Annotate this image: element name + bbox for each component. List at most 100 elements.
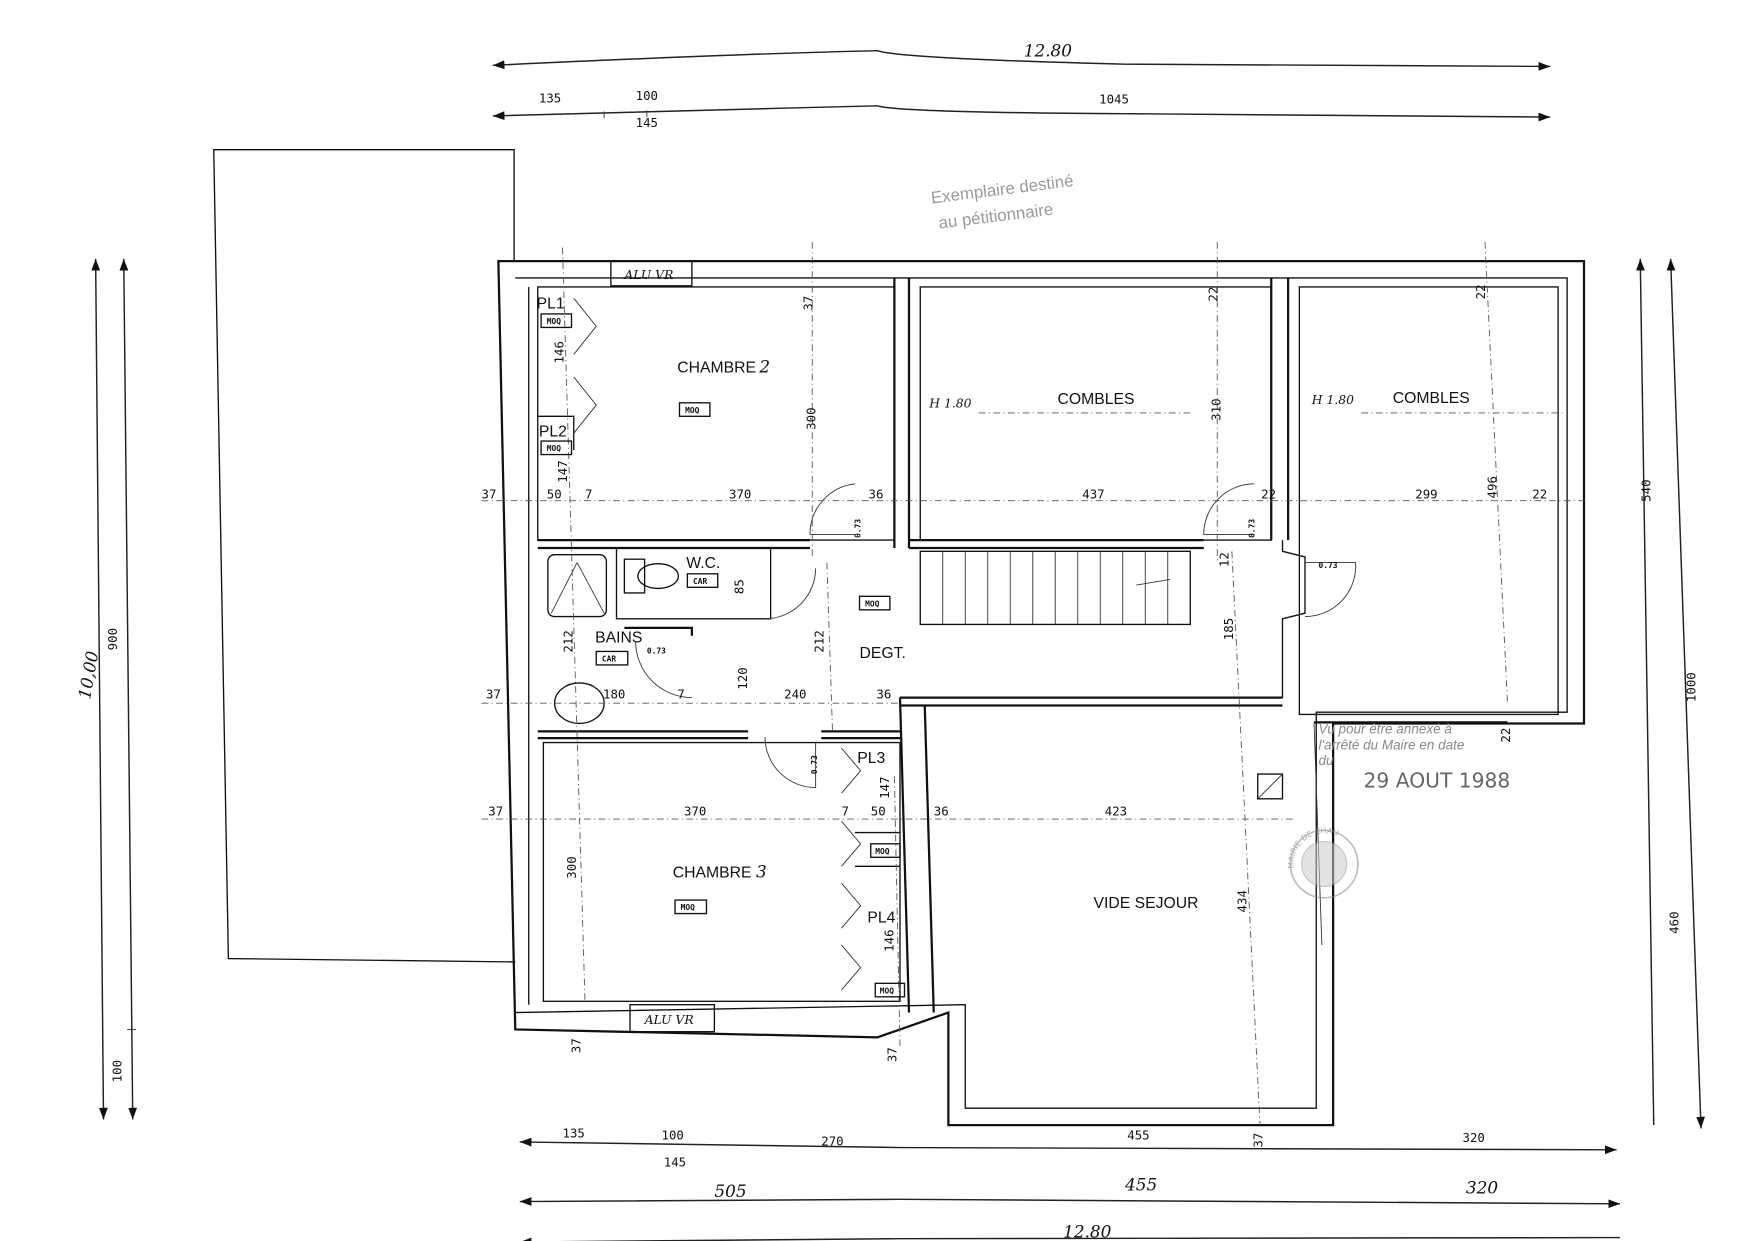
dim-label: 320 bbox=[1466, 1178, 1498, 1198]
svg-text:212: 212 bbox=[813, 630, 827, 652]
top-dimension-lines: 12.80 135 100 145 1045 bbox=[492, 40, 1551, 130]
closet-pl4: PL4 bbox=[867, 910, 895, 927]
svg-text:85: 85 bbox=[733, 579, 747, 594]
closet-pl3: PL3 bbox=[857, 750, 885, 767]
dim-label: 145 bbox=[636, 116, 658, 130]
dim-label: 100 bbox=[662, 1129, 684, 1143]
window-label: ALU VR bbox=[623, 268, 673, 282]
svg-text:423: 423 bbox=[1105, 805, 1127, 819]
svg-text:0.73: 0.73 bbox=[647, 647, 666, 656]
interior-dimensions: 37 50 7 370 36 437 22 299 22 37 180 7 24… bbox=[481, 241, 1587, 1148]
svg-text:du: du bbox=[1319, 753, 1335, 768]
dim-left-overall: 10,00 bbox=[74, 649, 102, 700]
svg-text:l'arrêté du Maire en date: l'arrêté du Maire en date bbox=[1319, 737, 1465, 752]
room-wc: W.C. bbox=[686, 555, 720, 572]
svg-text:Exemplaire destiné: Exemplaire destiné bbox=[930, 171, 1075, 207]
svg-text:212: 212 bbox=[562, 630, 576, 652]
dim-bottom-overall: 12.80 bbox=[1063, 1222, 1112, 1241]
svg-text:37: 37 bbox=[482, 487, 497, 501]
dim-label: 455 bbox=[1127, 1129, 1149, 1143]
floor-tags: MOQ MOQ MOQ MOQ MOQ MOQ MOQ CAR CAR 0.73… bbox=[540, 313, 1338, 998]
svg-text:2: 2 bbox=[758, 356, 770, 376]
adjoining-volume-outline bbox=[213, 149, 516, 963]
room-chambre-3: CHAMBRE bbox=[673, 865, 752, 882]
dim-label: 145 bbox=[664, 1156, 686, 1170]
svg-text:37: 37 bbox=[486, 688, 501, 702]
svg-text:22: 22 bbox=[1206, 287, 1220, 302]
svg-text:240: 240 bbox=[784, 688, 806, 702]
room-bains: BAINS bbox=[595, 629, 642, 646]
svg-text:37: 37 bbox=[801, 296, 815, 311]
svg-text:22: 22 bbox=[1474, 284, 1488, 299]
dim-label: 135 bbox=[563, 1126, 585, 1140]
building-walls: ALU VR ALU VR bbox=[497, 259, 1586, 1127]
dim-label: 900 bbox=[106, 628, 120, 650]
svg-text:36: 36 bbox=[869, 487, 884, 501]
svg-text:0.73: 0.73 bbox=[854, 519, 863, 538]
svg-text:147: 147 bbox=[878, 776, 892, 798]
room-combles-2: COMBLES bbox=[1393, 390, 1470, 407]
svg-text:MOQ: MOQ bbox=[880, 986, 894, 995]
town-hall-seal: MAIRIE DE CHAU bbox=[1286, 826, 1359, 899]
room-chambre-2: CHAMBRE bbox=[677, 359, 756, 376]
svg-text:22: 22 bbox=[1261, 487, 1276, 501]
svg-text:0.73: 0.73 bbox=[1319, 561, 1338, 570]
dim-label: 270 bbox=[821, 1134, 843, 1148]
right-dimension-lines: 540 1000 460 bbox=[1636, 258, 1705, 1129]
dim-label: 1045 bbox=[1099, 93, 1129, 107]
svg-text:3: 3 bbox=[756, 862, 767, 882]
svg-text:50: 50 bbox=[547, 487, 562, 501]
approval-stamp: Vu pour être annexé à l'arrêté du Maire … bbox=[1313, 721, 1511, 946]
dim-top-overall: 12.80 bbox=[1024, 40, 1073, 60]
svg-text:37: 37 bbox=[886, 1047, 900, 1062]
staircase bbox=[919, 550, 1191, 626]
height-label: H 1.80 bbox=[928, 396, 971, 410]
svg-text:370: 370 bbox=[729, 487, 751, 501]
svg-text:310: 310 bbox=[1210, 398, 1224, 420]
room-vide-sejour: VIDE SEJOUR bbox=[1094, 895, 1199, 912]
svg-text:36: 36 bbox=[934, 805, 949, 819]
room-labels: CHAMBRE 2 COMBLES COMBLES H 1.80 H 1.80 … bbox=[537, 295, 1564, 927]
svg-text:437: 437 bbox=[1082, 487, 1104, 501]
window-label: ALU VR bbox=[644, 1013, 694, 1027]
svg-text:185: 185 bbox=[1222, 618, 1236, 640]
svg-text:120: 120 bbox=[736, 667, 750, 689]
svg-text:Vu pour être annexé à: Vu pour être annexé à bbox=[1319, 722, 1453, 737]
dim-label: 455 bbox=[1124, 1174, 1157, 1194]
dim-label: 320 bbox=[1463, 1131, 1485, 1145]
svg-text:300: 300 bbox=[565, 856, 579, 878]
svg-text:496: 496 bbox=[1485, 476, 1499, 498]
room-combles-1: COMBLES bbox=[1058, 391, 1135, 408]
svg-text:7: 7 bbox=[842, 805, 849, 819]
svg-text:180: 180 bbox=[603, 688, 625, 702]
svg-text:37: 37 bbox=[488, 805, 503, 819]
svg-text:MOQ: MOQ bbox=[547, 317, 561, 326]
dim-label: 505 bbox=[714, 1181, 746, 1201]
copy-stamp: Exemplaire destiné au pétitionnaire bbox=[930, 171, 1075, 232]
svg-text:CAR: CAR bbox=[693, 577, 707, 586]
dim-label: 135 bbox=[539, 91, 561, 105]
left-dimension-lines: 900 100 10,00 bbox=[74, 258, 138, 1120]
svg-text:147: 147 bbox=[556, 460, 570, 482]
svg-text:370: 370 bbox=[684, 805, 706, 819]
svg-text:MOQ: MOQ bbox=[681, 903, 695, 912]
svg-text:MOQ: MOQ bbox=[875, 847, 889, 856]
closet-pl2: PL2 bbox=[539, 424, 567, 441]
svg-text:7: 7 bbox=[677, 688, 684, 702]
svg-text:MOQ: MOQ bbox=[685, 406, 699, 415]
svg-text:36: 36 bbox=[876, 688, 891, 702]
svg-text:22: 22 bbox=[1499, 728, 1513, 743]
svg-text:7: 7 bbox=[585, 487, 592, 501]
dim-label: 100 bbox=[111, 1060, 125, 1082]
svg-text:MOQ: MOQ bbox=[547, 444, 561, 453]
svg-text:300: 300 bbox=[805, 407, 819, 429]
dim-label: 460 bbox=[1668, 911, 1682, 933]
closet-pl1: PL1 bbox=[537, 295, 565, 312]
svg-text:146: 146 bbox=[553, 341, 567, 363]
approval-date: 29 AOUT 1988 bbox=[1364, 769, 1511, 793]
bottom-dimension-lines: 135 100 145 270 455 320 505 455 320 12.8… bbox=[519, 1126, 1621, 1241]
svg-text:22: 22 bbox=[1532, 487, 1547, 501]
svg-text:299: 299 bbox=[1415, 487, 1437, 501]
svg-text:0.73: 0.73 bbox=[810, 755, 819, 774]
